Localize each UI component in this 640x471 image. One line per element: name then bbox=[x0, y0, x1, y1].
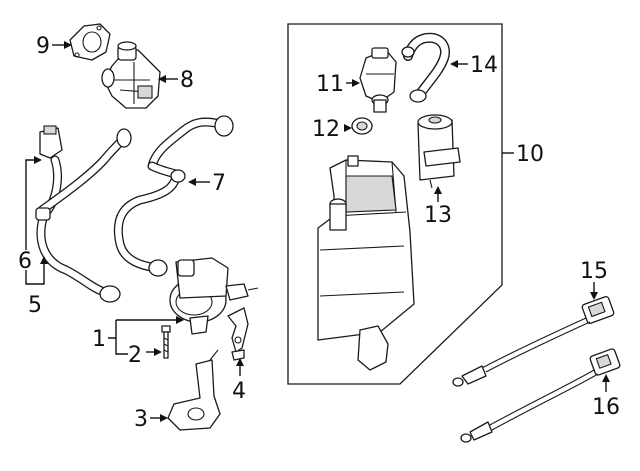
callout-12: 12 bbox=[312, 117, 340, 142]
callout-3: 3 bbox=[134, 407, 148, 432]
callout-14: 14 bbox=[470, 53, 498, 78]
part-4-bracket bbox=[227, 307, 249, 361]
part-1-air-pump bbox=[169, 257, 259, 335]
part-12-cap bbox=[351, 117, 373, 135]
part-15-o2-sensor bbox=[452, 296, 615, 387]
callout-11: 11 bbox=[316, 72, 344, 97]
callout-8: 8 bbox=[180, 68, 194, 93]
part-3-bracket bbox=[167, 349, 221, 431]
callout-16: 16 bbox=[592, 395, 620, 420]
callout-4: 4 bbox=[232, 379, 246, 404]
evap-canister bbox=[317, 155, 415, 371]
callout-13: 13 bbox=[424, 203, 452, 228]
part-7-hose bbox=[113, 115, 234, 277]
part-2-bolt bbox=[161, 325, 171, 359]
part-11-purge-valve bbox=[359, 47, 397, 113]
callout-labels: 9 8 6 5 7 1 2 3 4 10 11 12 13 14 15 16 bbox=[18, 34, 620, 432]
part-9-gasket bbox=[69, 23, 111, 61]
callout-1: 1 bbox=[92, 327, 106, 352]
callout-5: 5 bbox=[28, 293, 42, 318]
callout-7: 7 bbox=[212, 171, 226, 196]
part-13-filter bbox=[417, 114, 461, 189]
callout-9: 9 bbox=[36, 34, 50, 59]
callout-10: 10 bbox=[516, 142, 544, 167]
callout-2: 2 bbox=[128, 343, 142, 368]
part-5-6-hose-left bbox=[35, 125, 132, 303]
part-14-purge-hose bbox=[401, 32, 450, 103]
leader-lines bbox=[25, 41, 610, 422]
part-8-valve bbox=[101, 41, 161, 109]
callout-15: 15 bbox=[580, 259, 608, 284]
canister-group-frame bbox=[287, 23, 503, 385]
part-16-o2-sensor bbox=[460, 348, 621, 443]
callout-6: 6 bbox=[18, 249, 32, 274]
